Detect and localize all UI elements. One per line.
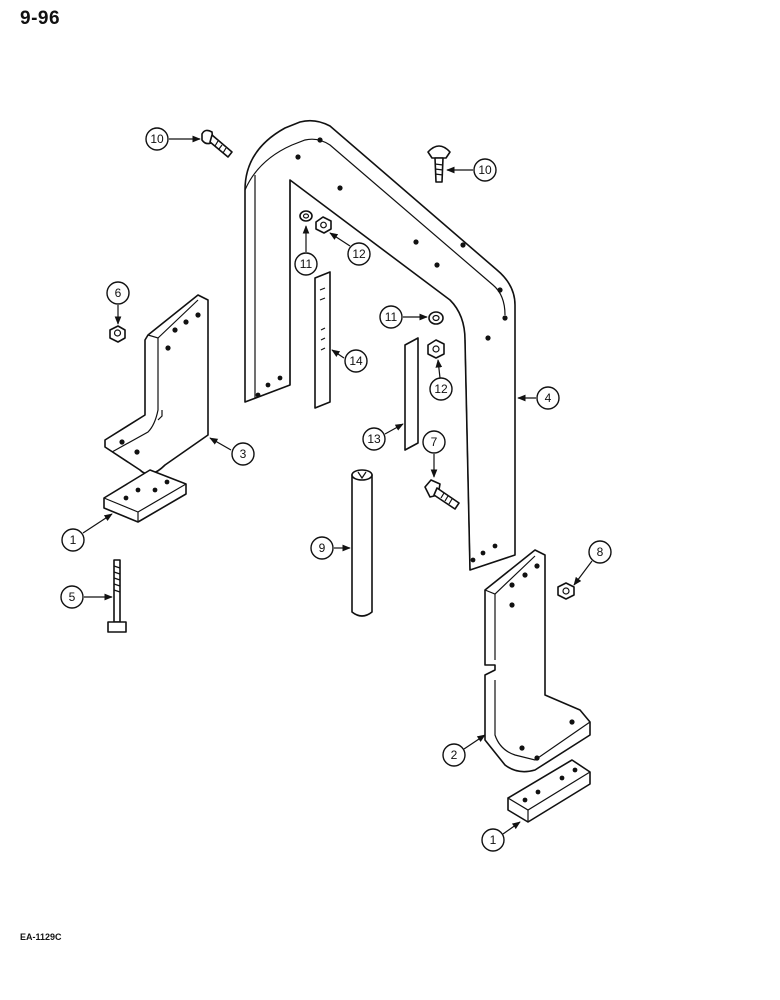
svg-text:1: 1 xyxy=(490,833,497,847)
svg-text:10: 10 xyxy=(150,132,164,146)
svg-text:7: 7 xyxy=(431,435,438,449)
callout-5: 5 xyxy=(60,585,113,609)
callout-11-upper: 11 xyxy=(294,225,318,276)
bolt-part-7 xyxy=(424,479,460,510)
svg-text:11: 11 xyxy=(385,310,398,324)
callout-1-lower: 1 xyxy=(481,821,521,852)
svg-text:13: 13 xyxy=(367,432,381,446)
svg-text:4: 4 xyxy=(545,391,552,405)
callout-9: 9 xyxy=(310,536,351,560)
left-spacer-plate-part-1 xyxy=(103,469,187,523)
callout-4: 4 xyxy=(517,386,560,410)
callout-1-upper: 1 xyxy=(61,513,113,552)
callout-3: 3 xyxy=(209,437,255,466)
callout-12-right: 12 xyxy=(429,359,453,401)
svg-text:2: 2 xyxy=(451,748,458,762)
callout-10-right: 10 xyxy=(446,158,497,182)
callout-14: 14 xyxy=(331,349,368,373)
right-spacer-plate-part-1 xyxy=(507,759,591,823)
svg-text:11: 11 xyxy=(300,257,313,271)
bracket-holes xyxy=(255,137,508,563)
left-angle-bracket-part-3 xyxy=(104,294,209,475)
svg-text:9: 9 xyxy=(319,541,326,555)
page-number: 9-96 xyxy=(20,8,61,29)
rod-part-9 xyxy=(351,469,373,617)
long-bolt-part-5 xyxy=(107,559,127,633)
nut-part-12-upper xyxy=(315,216,332,234)
svg-text:6: 6 xyxy=(115,286,122,300)
nut-part-8 xyxy=(557,582,575,600)
svg-text:12: 12 xyxy=(352,247,366,261)
decal-part-14 xyxy=(314,271,331,409)
callout-8: 8 xyxy=(573,540,612,586)
nut-part-12-right xyxy=(427,339,445,359)
bolt-part-10-left xyxy=(201,129,233,158)
svg-text:1: 1 xyxy=(70,533,77,547)
svg-text:3: 3 xyxy=(240,447,247,461)
washer-part-11-right xyxy=(428,311,444,325)
washer-part-11-upper xyxy=(299,210,313,222)
bolt-part-10-right xyxy=(427,145,451,183)
svg-text:14: 14 xyxy=(349,354,363,368)
u-bracket-part-4 xyxy=(244,119,516,571)
callout-13: 13 xyxy=(362,423,404,451)
svg-text:12: 12 xyxy=(434,382,448,396)
svg-text:5: 5 xyxy=(69,590,76,604)
figure-code: EA-1129C xyxy=(20,932,62,942)
callout-12-upper: 12 xyxy=(329,232,371,266)
svg-text:10: 10 xyxy=(478,163,492,177)
decal-part-13 xyxy=(404,337,419,451)
callout-11-right: 11 xyxy=(379,305,428,329)
nut-part-6 xyxy=(109,325,126,343)
right-angle-bracket-part-2 xyxy=(484,549,591,773)
callout-6: 6 xyxy=(106,281,130,325)
callout-2: 2 xyxy=(442,734,486,767)
callout-10-left: 10 xyxy=(145,127,201,151)
svg-text:8: 8 xyxy=(597,545,604,559)
callout-7: 7 xyxy=(422,430,446,478)
